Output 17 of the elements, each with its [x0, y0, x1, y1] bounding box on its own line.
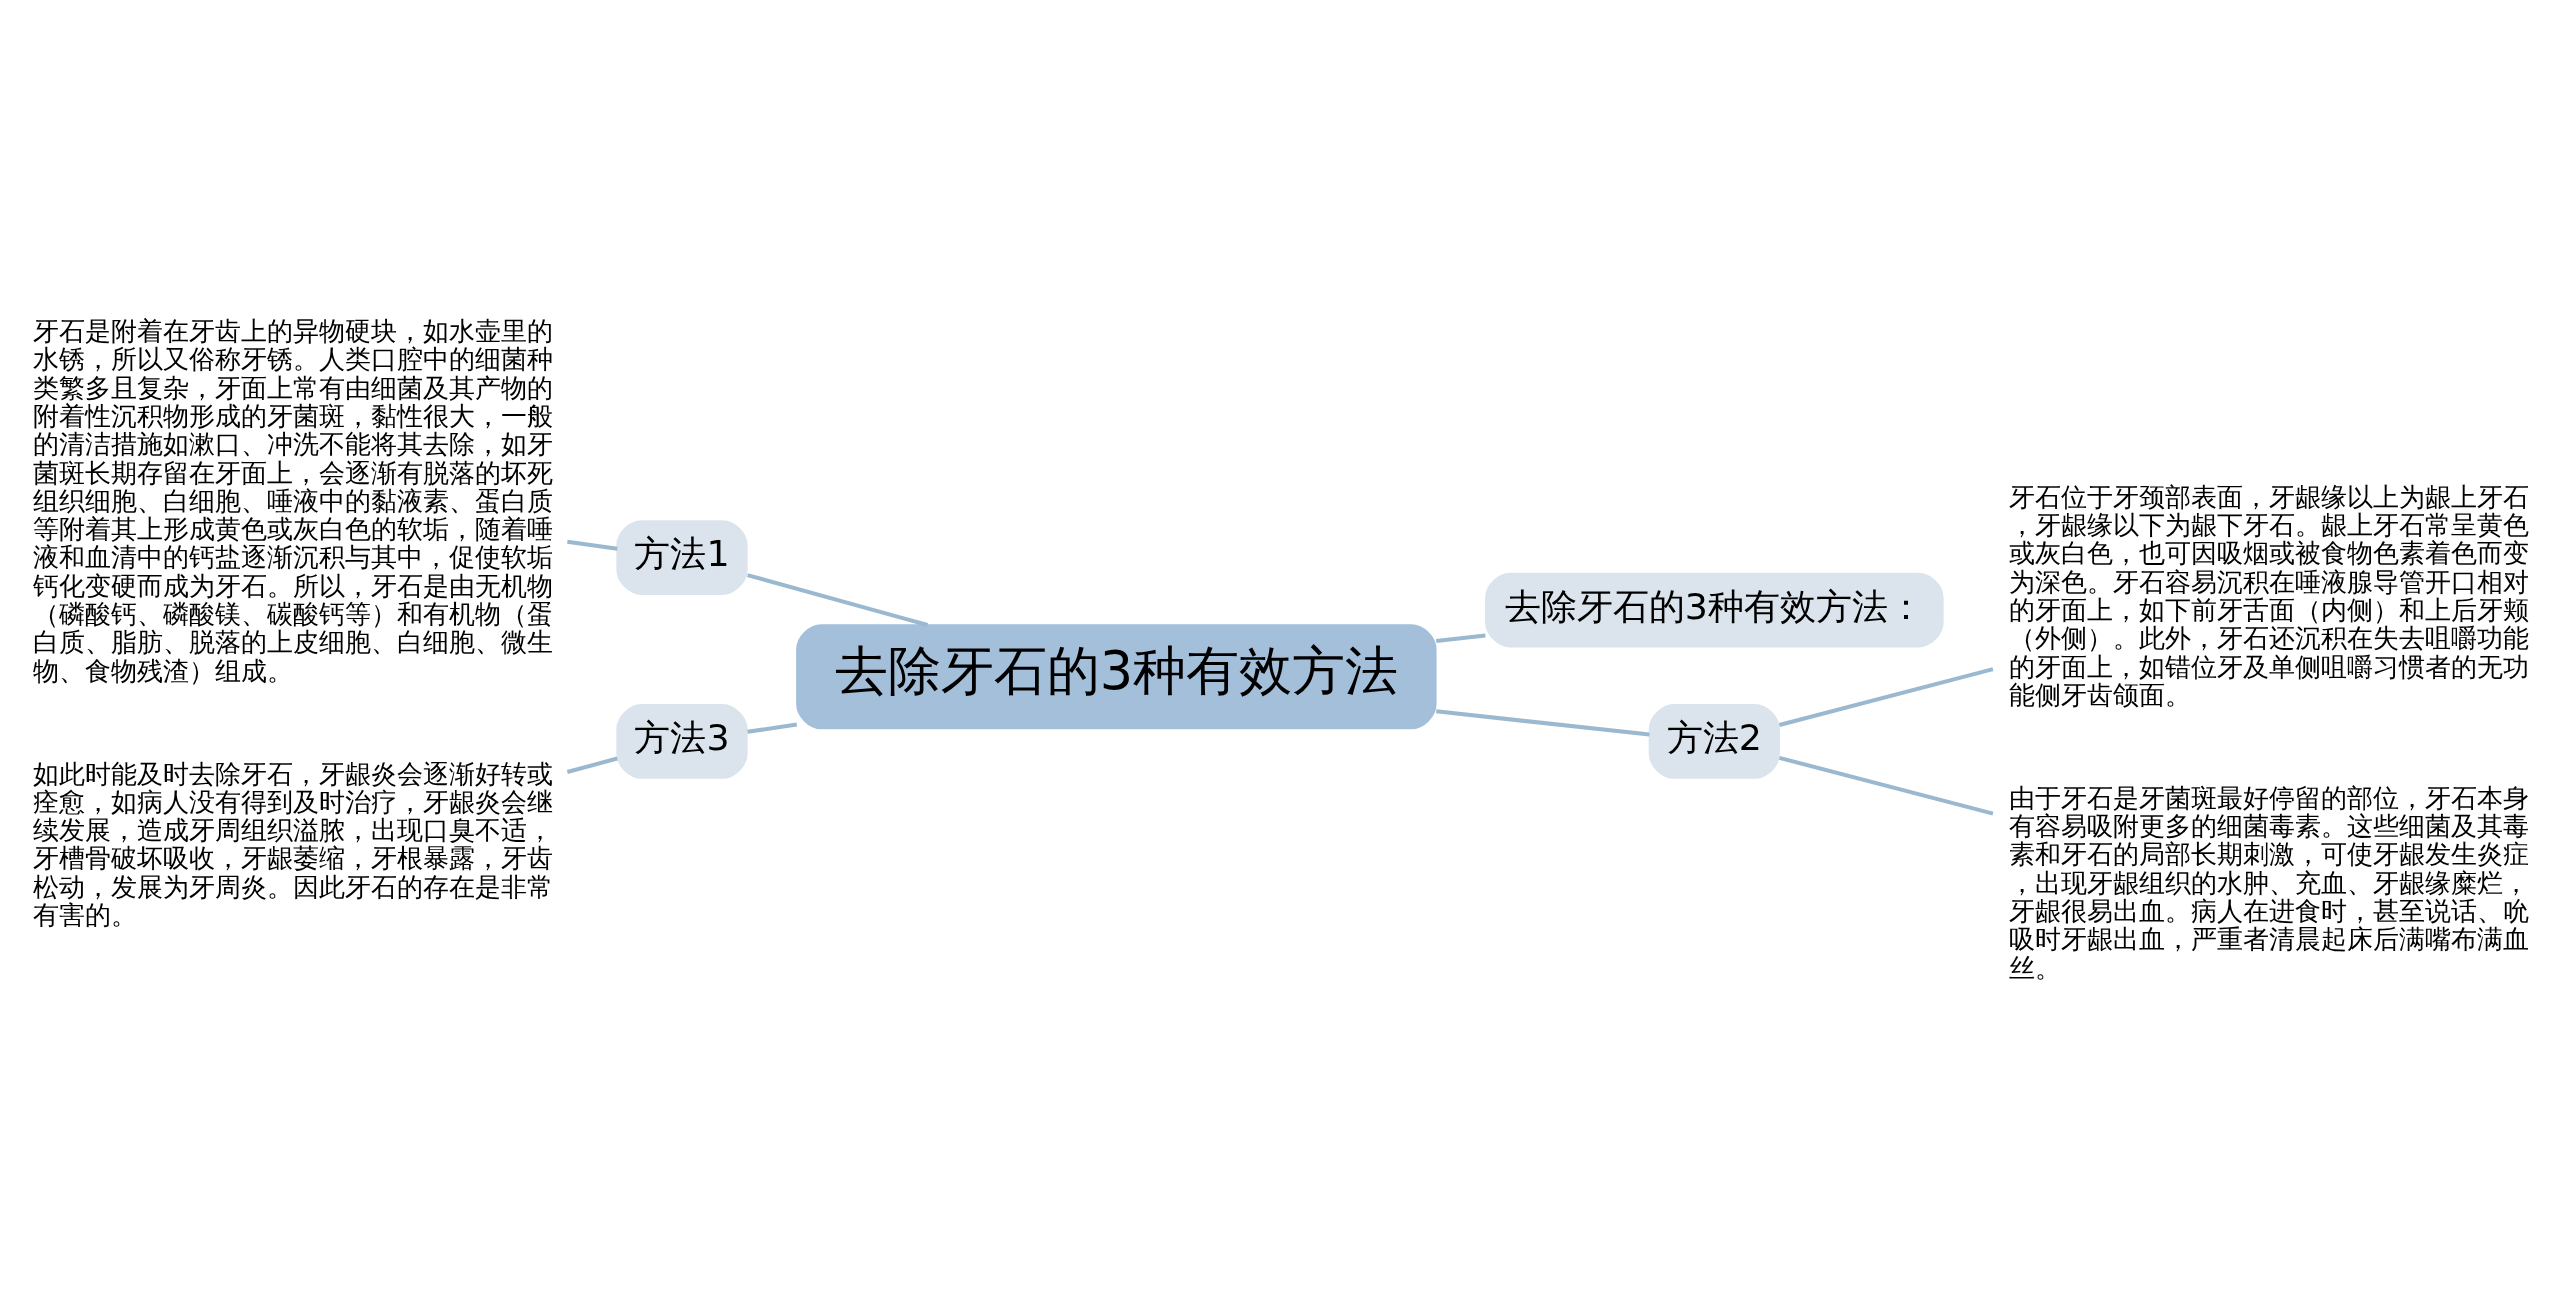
connector: [567, 539, 618, 551]
node-box: 方法2: [1648, 704, 1780, 779]
connector: [1436, 633, 1486, 644]
node-text: 牙石位于牙颈部表面，牙龈缘以上为龈上牙石，牙龈缘以下为龈下牙石。龈上牙石常呈黄色或灰白色，也可因吸烟或被食物色素着色而变为深色。牙石容易沉积在唾液腺导管开口相对的牙面上，如下前牙舌面（内侧）和上后牙颊（外侧）。此外，牙石还沉积在失去咀嚼功能的牙面上，如错位牙及单侧咀嚼习惯者的无功能侧牙齿颌面。: [2009, 481, 2530, 710]
node-text: 由于牙石是牙菌斑最好停留的部位，牙石本身有容易吸附更多的细菌毒素。这些细菌及其毒素和牙石的局部长期刺激，可使牙龈发生炎症，出现牙龈组织的水肿、充血、牙龈缘糜烂，牙龈很易出血。病人在进食时，甚至说话、吮吸时牙龈出血，严重者清晨起床后满嘴布满血丝。: [2009, 782, 2530, 983]
connector: [1778, 667, 1994, 727]
node-box: 去除牙石的3种有效方法：: [1485, 572, 1944, 648]
connector: [746, 573, 929, 627]
node-text: 牙石是附着在牙齿上的异物硬块，如水壶里的水锈，所以又俗称牙锈。人类口腔中的细菌种类繁多且复杂，牙面上常有由细菌及其产物的附着性沉积物形成的牙菌斑，黏性很大，一般的清洁措施如漱口、冲洗不能将其去除，如牙菌斑长期存留在牙面上，会逐渐有脱落的坏死组织细胞、白细胞、唾液中的黏液素、蛋白质等附着其上形成黄色或灰白色的软垢，随着唾液和血清中的钙盐逐渐沉积与其中，促使软垢钙化变硬而成为牙石。所以，牙石是由无机物（磷酸钙、磷酸镁、碳酸钙等）和有机物（蛋白质、脂肪、脱落的上皮细胞、白细胞、微生物、食物残渣）组成。: [33, 316, 554, 686]
node-box: 去除牙石的3种有效方法: [796, 624, 1437, 730]
connector: [566, 756, 618, 775]
node-text: 如此时能及时去除牙石，牙龈炎会逐渐好转或痊愈，如病人没有得到及时治疗，牙龈炎会继续发展，造成牙周组织溢脓，出现口臭不适，牙槽骨破坏吸收，牙龈萎缩，牙根暴露，牙齿松动，发展为牙周炎。因此牙石的存在是非常有害的。: [33, 758, 554, 931]
connector: [1778, 755, 1994, 816]
node-box: 方法1: [616, 520, 748, 595]
node-box: 方法3: [616, 704, 748, 779]
connector: [747, 722, 798, 734]
connector: [1436, 709, 1650, 737]
